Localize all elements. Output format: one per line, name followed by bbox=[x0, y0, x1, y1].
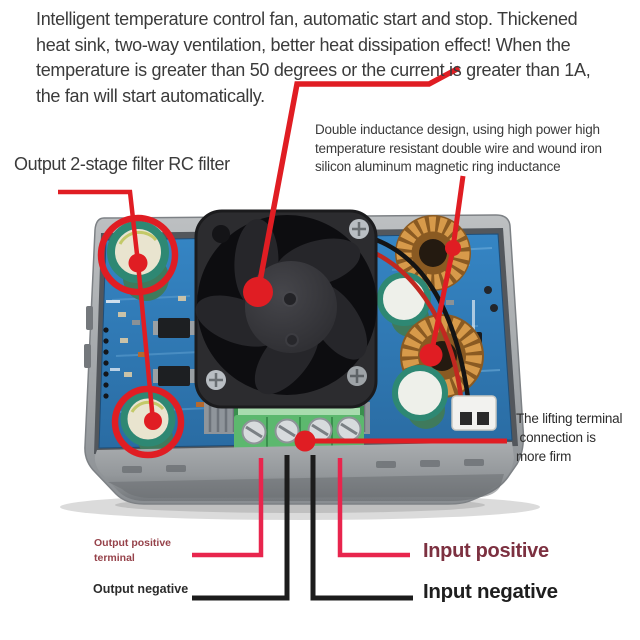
front-vents bbox=[122, 459, 484, 473]
label-line: The lifting terminal bbox=[516, 411, 623, 426]
output-positive-leader bbox=[192, 458, 264, 558]
fan-leader-line bbox=[255, 65, 461, 293]
paragraph-line: heat sink, two-way ventilation, better h… bbox=[36, 34, 571, 55]
filter-leader-dot bbox=[144, 412, 162, 430]
label-line: more firm bbox=[516, 449, 572, 464]
label-line: connection is bbox=[516, 430, 596, 445]
input-negative-label: Input negative bbox=[423, 580, 558, 603]
paragraph-line: temperature is greater than 50 degrees o… bbox=[36, 60, 591, 80]
filter-circle-bottom bbox=[111, 385, 185, 459]
output-filter-label: Output 2-stage filter RC filter bbox=[14, 154, 230, 174]
fan-leader-dot bbox=[243, 277, 273, 307]
paragraph-line: Intelligent temperature control fan, aut… bbox=[36, 9, 578, 29]
label-line: Double inductance design, using high pow… bbox=[315, 122, 600, 137]
terminal-screw bbox=[241, 416, 362, 445]
output-negative-leader bbox=[192, 455, 290, 601]
input-negative-leader bbox=[310, 455, 413, 601]
side-vent bbox=[86, 306, 93, 330]
filter-leader-dot bbox=[128, 253, 148, 273]
case-front bbox=[94, 442, 514, 501]
fan-screws bbox=[206, 219, 369, 390]
label-line: terminal bbox=[94, 551, 135, 564]
input-positive-label: Input positive bbox=[423, 540, 549, 562]
capacitor-right-bottom bbox=[392, 365, 448, 429]
pin-header bbox=[103, 327, 109, 399]
annotations bbox=[58, 65, 507, 601]
label-line: Output positive bbox=[94, 537, 171, 549]
lifting-terminal-label: The lifting terminal connection is more … bbox=[516, 409, 622, 466]
filter-leader-line bbox=[58, 189, 156, 422]
input-positive-leader bbox=[337, 458, 410, 558]
lifting-leader-dot bbox=[294, 430, 316, 452]
label-line: temperature resistant double wire and wo… bbox=[315, 140, 602, 156]
ic-chip bbox=[153, 318, 195, 386]
inductor-leader-dot bbox=[445, 240, 461, 256]
label-line: silicon aluminum magnetic ring inductanc… bbox=[315, 159, 561, 174]
double-inductance-label: Double inductance design, using high pow… bbox=[315, 121, 602, 177]
cooling-fan bbox=[194, 209, 378, 409]
fan-connector bbox=[451, 395, 497, 431]
output-negative-label: Output negative bbox=[93, 582, 189, 596]
paragraph-line: the fan will start automatically. bbox=[36, 85, 265, 106]
side-vent bbox=[84, 344, 91, 368]
output-positive-label: Output positive terminal bbox=[94, 536, 171, 565]
toroid-inductor-top bbox=[395, 215, 471, 291]
intro-paragraph: Intelligent temperature control fan, aut… bbox=[36, 7, 624, 109]
filter-circle-top bbox=[97, 214, 179, 296]
inductor-leader-dot bbox=[419, 343, 443, 367]
